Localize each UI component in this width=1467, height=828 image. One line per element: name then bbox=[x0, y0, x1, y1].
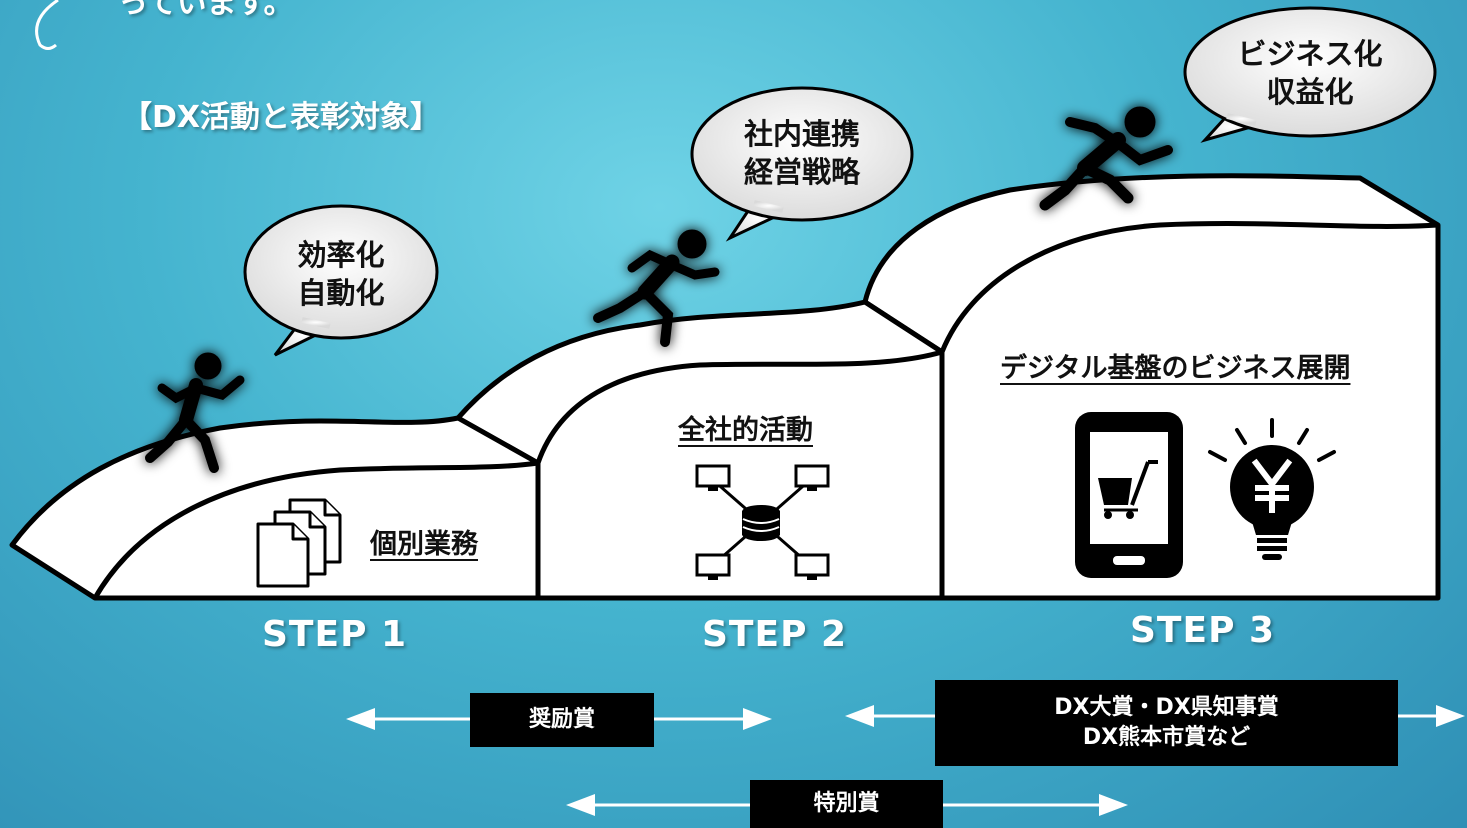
step3-title: デジタル基盤のビジネス展開 bbox=[1000, 353, 1351, 384]
step2-label: STEP 2 bbox=[702, 614, 848, 655]
step2-title: 全社的活動 bbox=[678, 415, 813, 446]
runner-step2-icon bbox=[593, 229, 720, 347]
special-award-box: 特別賞 bbox=[750, 780, 943, 828]
speech-bubble-step2 bbox=[690, 86, 914, 242]
step3-label: STEP 3 bbox=[1130, 610, 1276, 651]
step1-title: 個別業務 bbox=[370, 529, 478, 560]
documents-icon bbox=[256, 498, 342, 588]
smartphone-cart-icon bbox=[1075, 412, 1183, 578]
speech-bubble-step1 bbox=[243, 204, 439, 357]
bubble-text-step3: ビジネス化 収益化 bbox=[1237, 37, 1383, 109]
network-database-icon bbox=[695, 464, 830, 580]
runner-step3-icon bbox=[1039, 106, 1173, 211]
runner-step1-icon bbox=[145, 352, 245, 473]
encouragement-award-box: 奨励賞 bbox=[470, 693, 654, 747]
grand-award-box: DX大賞・DX県知事賞 DX熊本市賞など bbox=[935, 680, 1398, 766]
step1-block bbox=[9, 415, 541, 601]
yen-lightbulb-icon bbox=[1208, 418, 1336, 560]
step1-label: STEP 1 bbox=[262, 614, 408, 655]
decorative-circle bbox=[35, 0, 59, 50]
header-fragment-text: っています。 bbox=[118, 0, 294, 21]
bubble-text-step2: 社内連携 経営戦略 bbox=[743, 117, 860, 189]
bubble-text-step1: 効率化 自動化 bbox=[297, 238, 385, 310]
section-title: 【DX活動と表彰対象】 bbox=[122, 100, 441, 135]
award-arrows bbox=[346, 705, 1465, 816]
speech-bubble-step3 bbox=[1183, 6, 1437, 143]
